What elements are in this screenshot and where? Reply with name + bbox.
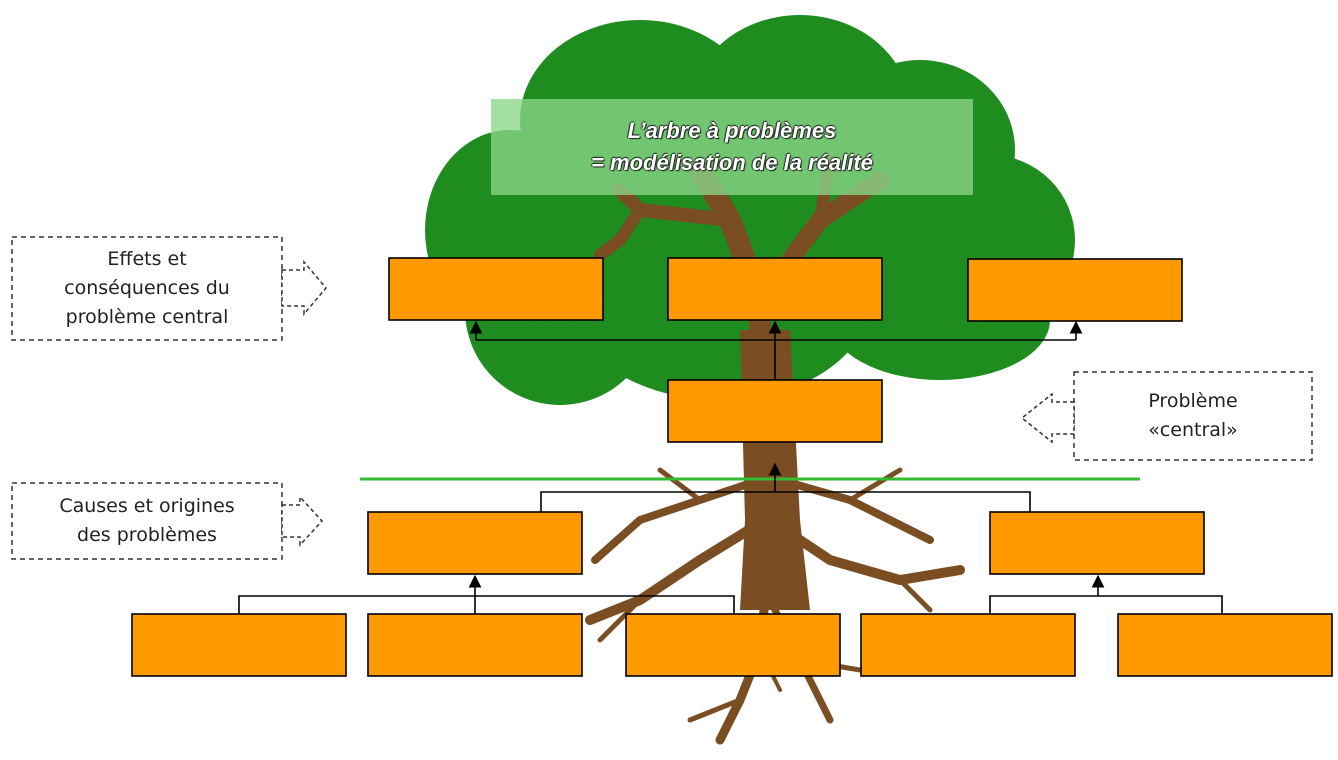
dashed-arrows bbox=[281, 259, 1075, 547]
causes-label-line-2: des problèmes bbox=[77, 524, 217, 546]
connector-subcauses-left bbox=[238, 574, 735, 614]
diagram-title-box: L’arbre à problèmes = modélisation de la… bbox=[491, 99, 973, 195]
effects-label-frame bbox=[11, 236, 283, 341]
central-problem-box bbox=[667, 379, 883, 443]
effects-pointer-arrow bbox=[281, 259, 327, 317]
causes-label: Causes et origines des problèmes bbox=[12, 483, 282, 559]
causes-label-line-1: Causes et origines bbox=[59, 495, 235, 517]
effects-label-line-3: problème central bbox=[65, 306, 229, 328]
central-label: Problème «central» bbox=[1074, 372, 1312, 460]
problem-boxes bbox=[131, 257, 1333, 677]
subcause-box-4 bbox=[860, 613, 1076, 677]
central-pointer-arrow bbox=[1020, 392, 1075, 444]
effect-box-2 bbox=[667, 257, 883, 321]
subcause-box-5 bbox=[1117, 613, 1333, 677]
causes-pointer-arrow bbox=[281, 495, 324, 547]
cause-box-2 bbox=[989, 511, 1205, 575]
connector-effects bbox=[469, 320, 1083, 380]
connector-subcauses-right bbox=[989, 574, 1223, 614]
subcause-box-2 bbox=[367, 613, 583, 677]
effect-box-3 bbox=[967, 258, 1183, 322]
subcause-box-1 bbox=[131, 613, 347, 677]
effects-label: Effets et conséquences du problème centr… bbox=[12, 237, 282, 340]
effects-label-line-1: Effets et bbox=[107, 248, 187, 270]
title-line-2: = modélisation de la réalité bbox=[591, 150, 873, 175]
effect-box-1 bbox=[388, 257, 604, 321]
cause-box-1 bbox=[367, 511, 583, 575]
connector-causes bbox=[540, 462, 1031, 512]
effects-label-line-2: conséquences du bbox=[64, 277, 230, 299]
title-line-1: L’arbre à problèmes bbox=[627, 118, 837, 143]
central-label-line-2: «central» bbox=[1148, 419, 1238, 441]
central-label-line-1: Problème bbox=[1148, 390, 1238, 412]
subcause-box-3 bbox=[625, 613, 841, 677]
